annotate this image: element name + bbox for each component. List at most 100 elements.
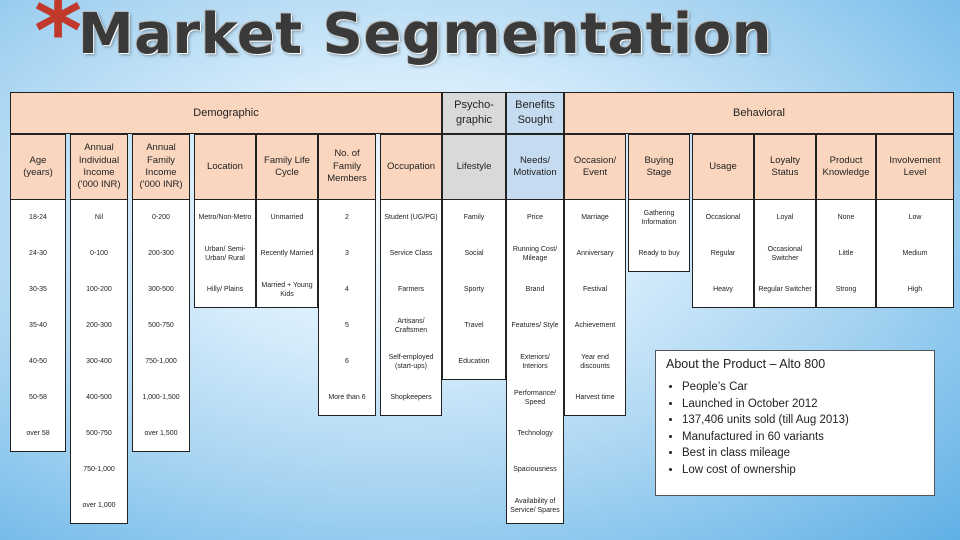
table-cell: Running Cost/ Mileage bbox=[512, 245, 558, 262]
table-cell: Loyal bbox=[776, 214, 794, 222]
table-cell: 50-58 bbox=[29, 394, 47, 402]
product-bullet: Best in class mileage bbox=[682, 445, 924, 462]
product-bullet: Manufactured in 60 variants bbox=[682, 429, 924, 446]
product-bullet-list: People’s Car Launched in October 2012 13… bbox=[666, 379, 924, 478]
column-header: Family Life Cycle bbox=[256, 134, 318, 200]
table-cell: Anniversary bbox=[576, 250, 614, 258]
table-cell: Performance/ Speed bbox=[513, 389, 557, 406]
table-cell: Technology bbox=[517, 430, 553, 438]
table-cell: 200-300 bbox=[86, 322, 112, 330]
table-cell: Farmers bbox=[397, 286, 425, 294]
table-cell: Features/ Style bbox=[511, 322, 559, 330]
table-cell: Spaciousness bbox=[513, 466, 557, 474]
table-cell: 400-500 bbox=[86, 394, 112, 402]
table-cell: Occasional Switcher bbox=[767, 245, 803, 262]
table-cell: over 1,000 bbox=[82, 502, 116, 510]
table-cell: Ready to buy bbox=[638, 250, 680, 258]
table-cell: Artisans/ Craftsmen bbox=[394, 317, 428, 334]
table-cell: 24-30 bbox=[29, 250, 47, 258]
table-cell: Little bbox=[838, 250, 854, 258]
product-info-title: About the Product – Alto 800 bbox=[666, 357, 826, 371]
table-cell: over 1,500 bbox=[144, 430, 178, 438]
column-header: Annual Individual Income ('000 INR) bbox=[70, 134, 128, 200]
table-cell: Married + Young Kids bbox=[261, 281, 313, 298]
product-bullet: People’s Car bbox=[682, 379, 924, 396]
table-cell: Regular Switcher bbox=[758, 286, 812, 294]
table-cell: Regular bbox=[710, 250, 736, 258]
table-cell: Family bbox=[463, 214, 485, 222]
column-header: Occasion/ Event bbox=[564, 134, 626, 200]
table-cell: 1,000-1,500 bbox=[142, 394, 180, 402]
table-cell: Education bbox=[458, 358, 490, 366]
column-header: Occupation bbox=[380, 134, 442, 200]
product-bullet: 137,406 units sold (till Aug 2013) bbox=[682, 412, 924, 429]
table-cell: over 58 bbox=[26, 430, 50, 438]
table-cell: More than 6 bbox=[328, 394, 366, 402]
table-cell: Harvest time bbox=[575, 394, 615, 402]
table-cell: 300-500 bbox=[148, 286, 174, 294]
group-header-behavioral: Behavioral bbox=[564, 92, 954, 134]
table-cell: None bbox=[837, 214, 855, 222]
table-cell: Student (UG/PG) bbox=[384, 214, 438, 222]
column-header: Buying Stage bbox=[628, 134, 690, 200]
table-cell: Medium bbox=[902, 250, 928, 258]
table-cell: Exteriors/ Interiors bbox=[520, 353, 550, 370]
column-header: Age (years) bbox=[10, 134, 66, 200]
table-cell: Year end discounts bbox=[580, 353, 610, 370]
table-cell: Achievement bbox=[574, 322, 616, 330]
column-header: Location bbox=[194, 134, 256, 200]
group-header-demographic: Demographic bbox=[10, 92, 442, 134]
column-header: Loyalty Status bbox=[754, 134, 816, 200]
table-cell: 6 bbox=[345, 358, 349, 366]
table-cell: Availability of Service/ Spares bbox=[510, 497, 560, 514]
table-cell: Recently Married bbox=[260, 250, 314, 258]
table-cell: Hilly/ Plains bbox=[206, 286, 244, 294]
product-bullet: Launched in October 2012 bbox=[682, 396, 924, 413]
table-cell: 2 bbox=[345, 214, 349, 222]
table-cell: 500-750 bbox=[148, 322, 174, 330]
table-cell: 750-1,000 bbox=[83, 466, 115, 474]
table-cell: 3 bbox=[345, 250, 349, 258]
column-header: No. of Family Members bbox=[318, 134, 376, 200]
column-header: Usage bbox=[692, 134, 754, 200]
table-cell: 30-35 bbox=[29, 286, 47, 294]
group-header-psychographic: Psycho- graphic bbox=[442, 92, 506, 134]
group-header-benefits-sought: Benefits Sought bbox=[506, 92, 564, 134]
table-cell: 5 bbox=[345, 322, 349, 330]
table-cell: Service Class bbox=[389, 250, 433, 258]
product-bullet: Low cost of ownership bbox=[682, 462, 924, 479]
table-cell: 0-100 bbox=[90, 250, 108, 258]
table-cell: Strong bbox=[835, 286, 857, 294]
table-cell: Nil bbox=[94, 214, 104, 222]
table-cell: 40-50 bbox=[29, 358, 47, 366]
title-asterisk-icon: * bbox=[34, 0, 83, 85]
table-cell: 35-40 bbox=[29, 322, 47, 330]
column-header: Involvement Level bbox=[876, 134, 954, 200]
table-cell: Festival bbox=[582, 286, 608, 294]
product-info-box: About the Product – Alto 800 People’s Ca… bbox=[655, 350, 935, 496]
table-cell: Brand bbox=[525, 286, 545, 294]
table-cell: High bbox=[907, 286, 923, 294]
table-cell: 500-750 bbox=[86, 430, 112, 438]
table-cell: Self-employed (start-ups) bbox=[388, 353, 434, 370]
column-header: Product Knowledge bbox=[816, 134, 876, 200]
table-cell: Unmarried bbox=[270, 214, 304, 222]
table-cell: Heavy bbox=[713, 286, 733, 294]
table-cell: 0-200 bbox=[152, 214, 170, 222]
table-cell: Price bbox=[527, 214, 543, 222]
page-title: Market Segmentation bbox=[78, 2, 773, 67]
